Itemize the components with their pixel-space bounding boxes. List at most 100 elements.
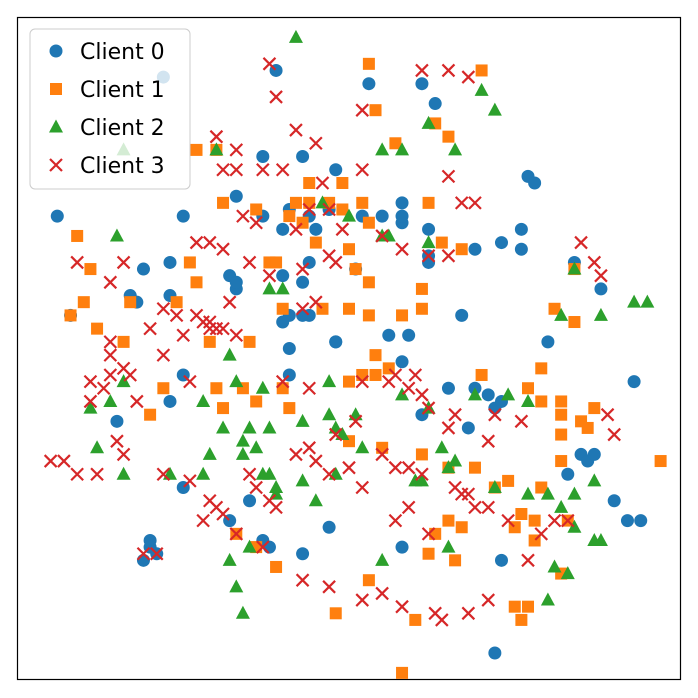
legend-marker-series1 bbox=[50, 83, 62, 95]
data-point-series3-5 bbox=[289, 123, 303, 137]
data-point-series1-66 bbox=[555, 428, 568, 441]
data-point-series0-21 bbox=[375, 209, 389, 223]
data-point-series3-74 bbox=[421, 401, 436, 415]
data-point-series3-73 bbox=[415, 388, 429, 402]
data-point-series1-4 bbox=[442, 130, 455, 143]
data-point-series3-52 bbox=[143, 321, 157, 336]
data-point-series3-34 bbox=[295, 262, 310, 276]
data-point-series3-103 bbox=[242, 467, 257, 482]
data-point-series2-22 bbox=[222, 347, 237, 361]
data-point-series1-9 bbox=[336, 177, 349, 189]
data-point-series3-17 bbox=[454, 196, 469, 210]
data-point-series0-19 bbox=[309, 222, 323, 236]
data-point-series0-88 bbox=[322, 520, 336, 534]
data-point-series1-12 bbox=[289, 196, 302, 209]
data-point-series3-84 bbox=[415, 467, 429, 482]
data-point-series2-50 bbox=[262, 466, 277, 480]
data-point-series0-83 bbox=[296, 547, 310, 561]
data-point-series3-27 bbox=[421, 249, 436, 263]
data-point-series1-58 bbox=[475, 368, 488, 381]
data-point-series0-62 bbox=[441, 381, 455, 395]
data-point-series1-35 bbox=[77, 296, 90, 309]
data-point-series3-98 bbox=[401, 500, 416, 515]
data-point-series3-39 bbox=[594, 268, 608, 283]
data-point-series3-53 bbox=[103, 335, 118, 349]
data-point-series3-118 bbox=[229, 527, 244, 541]
data-point-series0-2 bbox=[415, 77, 429, 91]
data-point-series2-6 bbox=[448, 142, 463, 156]
data-point-series3-54 bbox=[103, 348, 118, 362]
data-point-series3-66 bbox=[130, 394, 144, 409]
data-point-series3-99 bbox=[388, 513, 403, 528]
data-point-series1-18 bbox=[283, 210, 296, 223]
data-point-series2-58 bbox=[448, 453, 463, 467]
data-point-series0-77 bbox=[243, 494, 257, 508]
data-point-series3-4 bbox=[269, 90, 283, 104]
data-point-series3-106 bbox=[269, 500, 283, 515]
data-point-series1-63 bbox=[535, 362, 548, 375]
data-point-series1-8 bbox=[303, 177, 316, 189]
data-point-series0-24 bbox=[422, 222, 436, 236]
data-point-series2-71 bbox=[547, 559, 562, 573]
data-point-series3-61 bbox=[83, 374, 98, 389]
data-point-series2-2 bbox=[487, 102, 502, 116]
data-point-series3-79 bbox=[441, 421, 456, 435]
data-point-series1-3 bbox=[389, 137, 402, 150]
data-point-series3-6 bbox=[309, 136, 323, 151]
data-point-series3-134 bbox=[57, 454, 71, 468]
legend: Client 0 Client 1 Client 2 Client 3 bbox=[29, 28, 191, 190]
data-point-series2-19 bbox=[567, 261, 582, 275]
data-point-series1-59 bbox=[555, 408, 568, 421]
data-point-series2-47 bbox=[202, 446, 217, 460]
data-point-series1-64 bbox=[555, 455, 568, 468]
data-point-series0-22 bbox=[395, 196, 409, 210]
data-point-series2-69 bbox=[593, 532, 608, 546]
data-point-series3-133 bbox=[43, 454, 58, 468]
data-point-series1-20 bbox=[362, 216, 375, 229]
data-point-series1-70 bbox=[157, 382, 170, 395]
data-point-series3-65 bbox=[123, 368, 137, 382]
data-point-series3-7 bbox=[355, 103, 370, 117]
data-point-series3-87 bbox=[461, 487, 476, 501]
data-point-series1-47 bbox=[91, 322, 104, 335]
data-point-series2-77 bbox=[235, 605, 250, 619]
legend-label-client-1: Client 1 bbox=[80, 78, 165, 103]
data-point-series0-71 bbox=[587, 447, 601, 461]
data-point-series1-61 bbox=[535, 395, 548, 408]
data-point-series2-45 bbox=[196, 466, 211, 480]
data-point-series1-23 bbox=[343, 243, 355, 256]
data-point-series1-99 bbox=[409, 613, 422, 626]
data-point-series3-124 bbox=[395, 599, 409, 614]
data-point-series3-129 bbox=[521, 553, 535, 568]
data-point-series3-31 bbox=[216, 242, 230, 256]
data-point-series1-13 bbox=[303, 196, 316, 209]
data-point-series1-41 bbox=[362, 309, 375, 322]
data-point-series3-42 bbox=[70, 255, 84, 270]
data-point-series0-75 bbox=[561, 467, 575, 481]
data-point-series3-0 bbox=[262, 57, 277, 71]
data-point-series2-4 bbox=[375, 142, 390, 156]
data-point-series0-32 bbox=[163, 255, 177, 269]
data-point-series3-77 bbox=[514, 414, 529, 429]
data-point-series1-95 bbox=[508, 600, 521, 613]
data-point-series3-88 bbox=[468, 500, 482, 515]
data-point-series3-33 bbox=[262, 268, 277, 283]
data-point-series3-22 bbox=[249, 215, 263, 230]
data-point-series1-82 bbox=[535, 481, 548, 494]
data-point-series1-62 bbox=[522, 382, 535, 395]
data-point-series0-84 bbox=[494, 553, 508, 567]
data-point-series1-97 bbox=[329, 607, 342, 620]
data-point-series2-5 bbox=[395, 142, 410, 156]
data-point-series3-62 bbox=[83, 394, 98, 409]
data-point-series0-7 bbox=[329, 163, 343, 177]
data-point-series0-64 bbox=[481, 388, 495, 402]
data-point-series0-55 bbox=[594, 282, 608, 296]
data-point-series2-13 bbox=[421, 235, 436, 249]
data-point-series0-58 bbox=[163, 394, 177, 408]
data-point-series2-64 bbox=[567, 486, 582, 500]
data-point-series1-75 bbox=[376, 441, 389, 454]
data-point-series1-11 bbox=[250, 203, 263, 216]
data-point-series2-70 bbox=[560, 566, 575, 580]
data-point-series1-48 bbox=[117, 335, 130, 348]
